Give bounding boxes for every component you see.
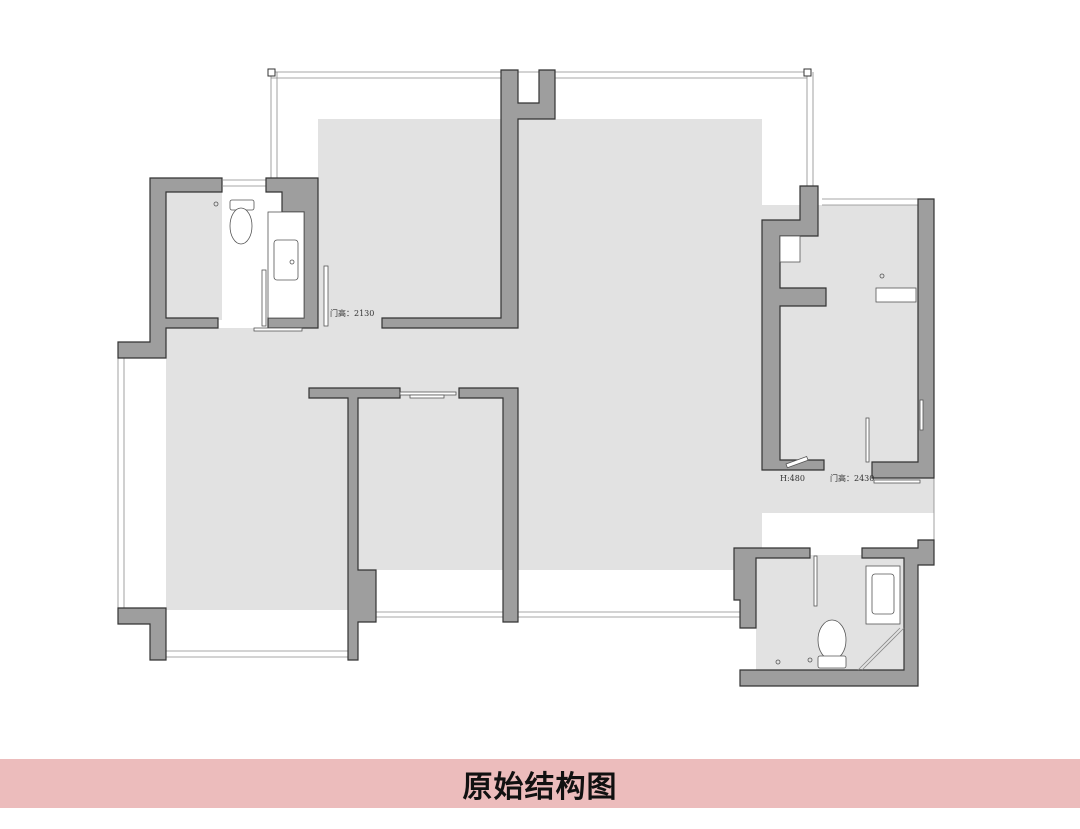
sink-right <box>875 287 917 303</box>
column-marker <box>267 68 276 77</box>
toilet-bottom <box>817 619 847 669</box>
sink-left <box>267 211 305 319</box>
door-height-right-label: 门高：2430 <box>830 473 874 483</box>
sink-bottom <box>865 565 901 625</box>
balcony-railings <box>117 71 935 658</box>
appliance-right <box>779 235 801 263</box>
door-height-left-label: 门高：2130 <box>330 308 374 318</box>
toilet-left <box>229 199 255 245</box>
floor-areas <box>166 119 934 673</box>
shower-corner <box>857 627 905 671</box>
column-marker <box>803 68 812 77</box>
title-banner: 原始结构图 <box>0 759 1080 808</box>
h-label-right: H:480 <box>780 474 805 483</box>
floor-drains <box>213 201 885 665</box>
plan-title: 原始结构图 <box>462 769 618 805</box>
fixtures <box>229 199 917 671</box>
doors <box>253 265 924 607</box>
walls <box>117 69 935 687</box>
